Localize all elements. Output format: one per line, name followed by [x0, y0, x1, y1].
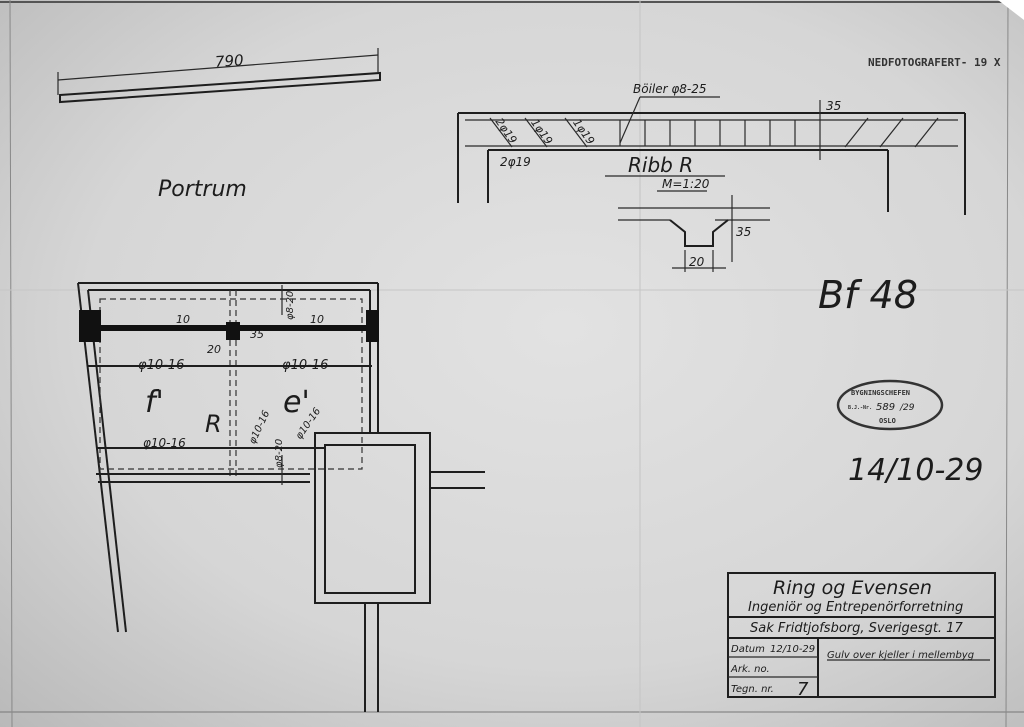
stamp-city: OSLO — [879, 417, 896, 425]
rib-section-scale: M=1:20 — [662, 177, 710, 191]
stamp-reg-label: B.J.-Nr. — [848, 405, 872, 411]
rebar-diag-label-1: φ10-16 — [247, 409, 272, 446]
date-value: 12/10-29 — [770, 644, 815, 655]
rib-width-label: 20 — [207, 343, 221, 356]
stamp-reg-number: 589 — [876, 402, 895, 413]
torn-corner — [998, 0, 1024, 20]
slab-label-e: e' — [283, 385, 310, 420]
rebar-top-left-label: φ10-16 — [138, 358, 184, 373]
rib-label-r: R — [205, 410, 222, 438]
stamp-authority: BYGNINGSCHEFEN — [851, 389, 910, 397]
beam-length-label: 790 — [214, 51, 244, 71]
project-name: Sak Fridtjofsborg, Sverigesgt. 17 — [750, 621, 963, 636]
slab-thickness-left: 10 — [176, 313, 190, 326]
bar-bottom-label: 2φ19 — [500, 155, 531, 169]
rebar-bottom-left-label: φ10-16 — [143, 436, 186, 450]
handwritten-date: 14/10-29 — [848, 453, 983, 488]
beam-sketch: 790 — [57, 48, 381, 104]
drawing-number-label: Tegn. nr. — [731, 684, 774, 695]
rib-section-title: Ribb R — [628, 153, 693, 177]
slab-label-f: f' — [145, 385, 164, 420]
rib-elevation — [457, 96, 966, 272]
sheet-number-label: Ark. no. — [730, 664, 770, 675]
stamp-reg-year: /29 — [899, 403, 915, 413]
approval-stamp: BYGNINGSCHEFEN B.J.-Nr. 589 /29 OSLO — [836, 379, 944, 431]
rib-depth-label: 35 — [250, 328, 264, 341]
stirrup-top-label: φ8-20 — [285, 291, 296, 320]
bar-label-3: 1φ19 — [570, 116, 597, 147]
firm-subtitle: Ingeniör og Entrepenörforretning — [748, 600, 963, 615]
rebar-top-right-label: φ10-16 — [282, 358, 328, 373]
floor-plan — [77, 282, 485, 712]
firm-name: Ring og Evensen — [773, 577, 932, 599]
slab-thickness-right: 10 — [310, 313, 324, 326]
stirrups-label: Böiler φ8-25 — [633, 82, 707, 96]
rephotographed-stamp: NEDFOTOGRAFERT- 19 X — [868, 56, 1001, 69]
date-label: Datum — [731, 644, 765, 655]
stirrup-bottom-label: φ8-20 — [274, 439, 285, 468]
slab-depth-label: 35 — [826, 99, 841, 113]
title-block — [727, 572, 996, 698]
section-depth-label: 35 — [736, 225, 751, 239]
drawing-description: Gulv over kjeller i mellembyg — [827, 650, 974, 661]
bar-label-2: 1φ19 — [528, 116, 555, 147]
drawing-number: 7 — [797, 679, 809, 700]
handwritten-reference: Bf 48 — [818, 273, 918, 317]
plan-title: Portrum — [158, 177, 247, 202]
section-width-label: 20 — [689, 255, 705, 269]
